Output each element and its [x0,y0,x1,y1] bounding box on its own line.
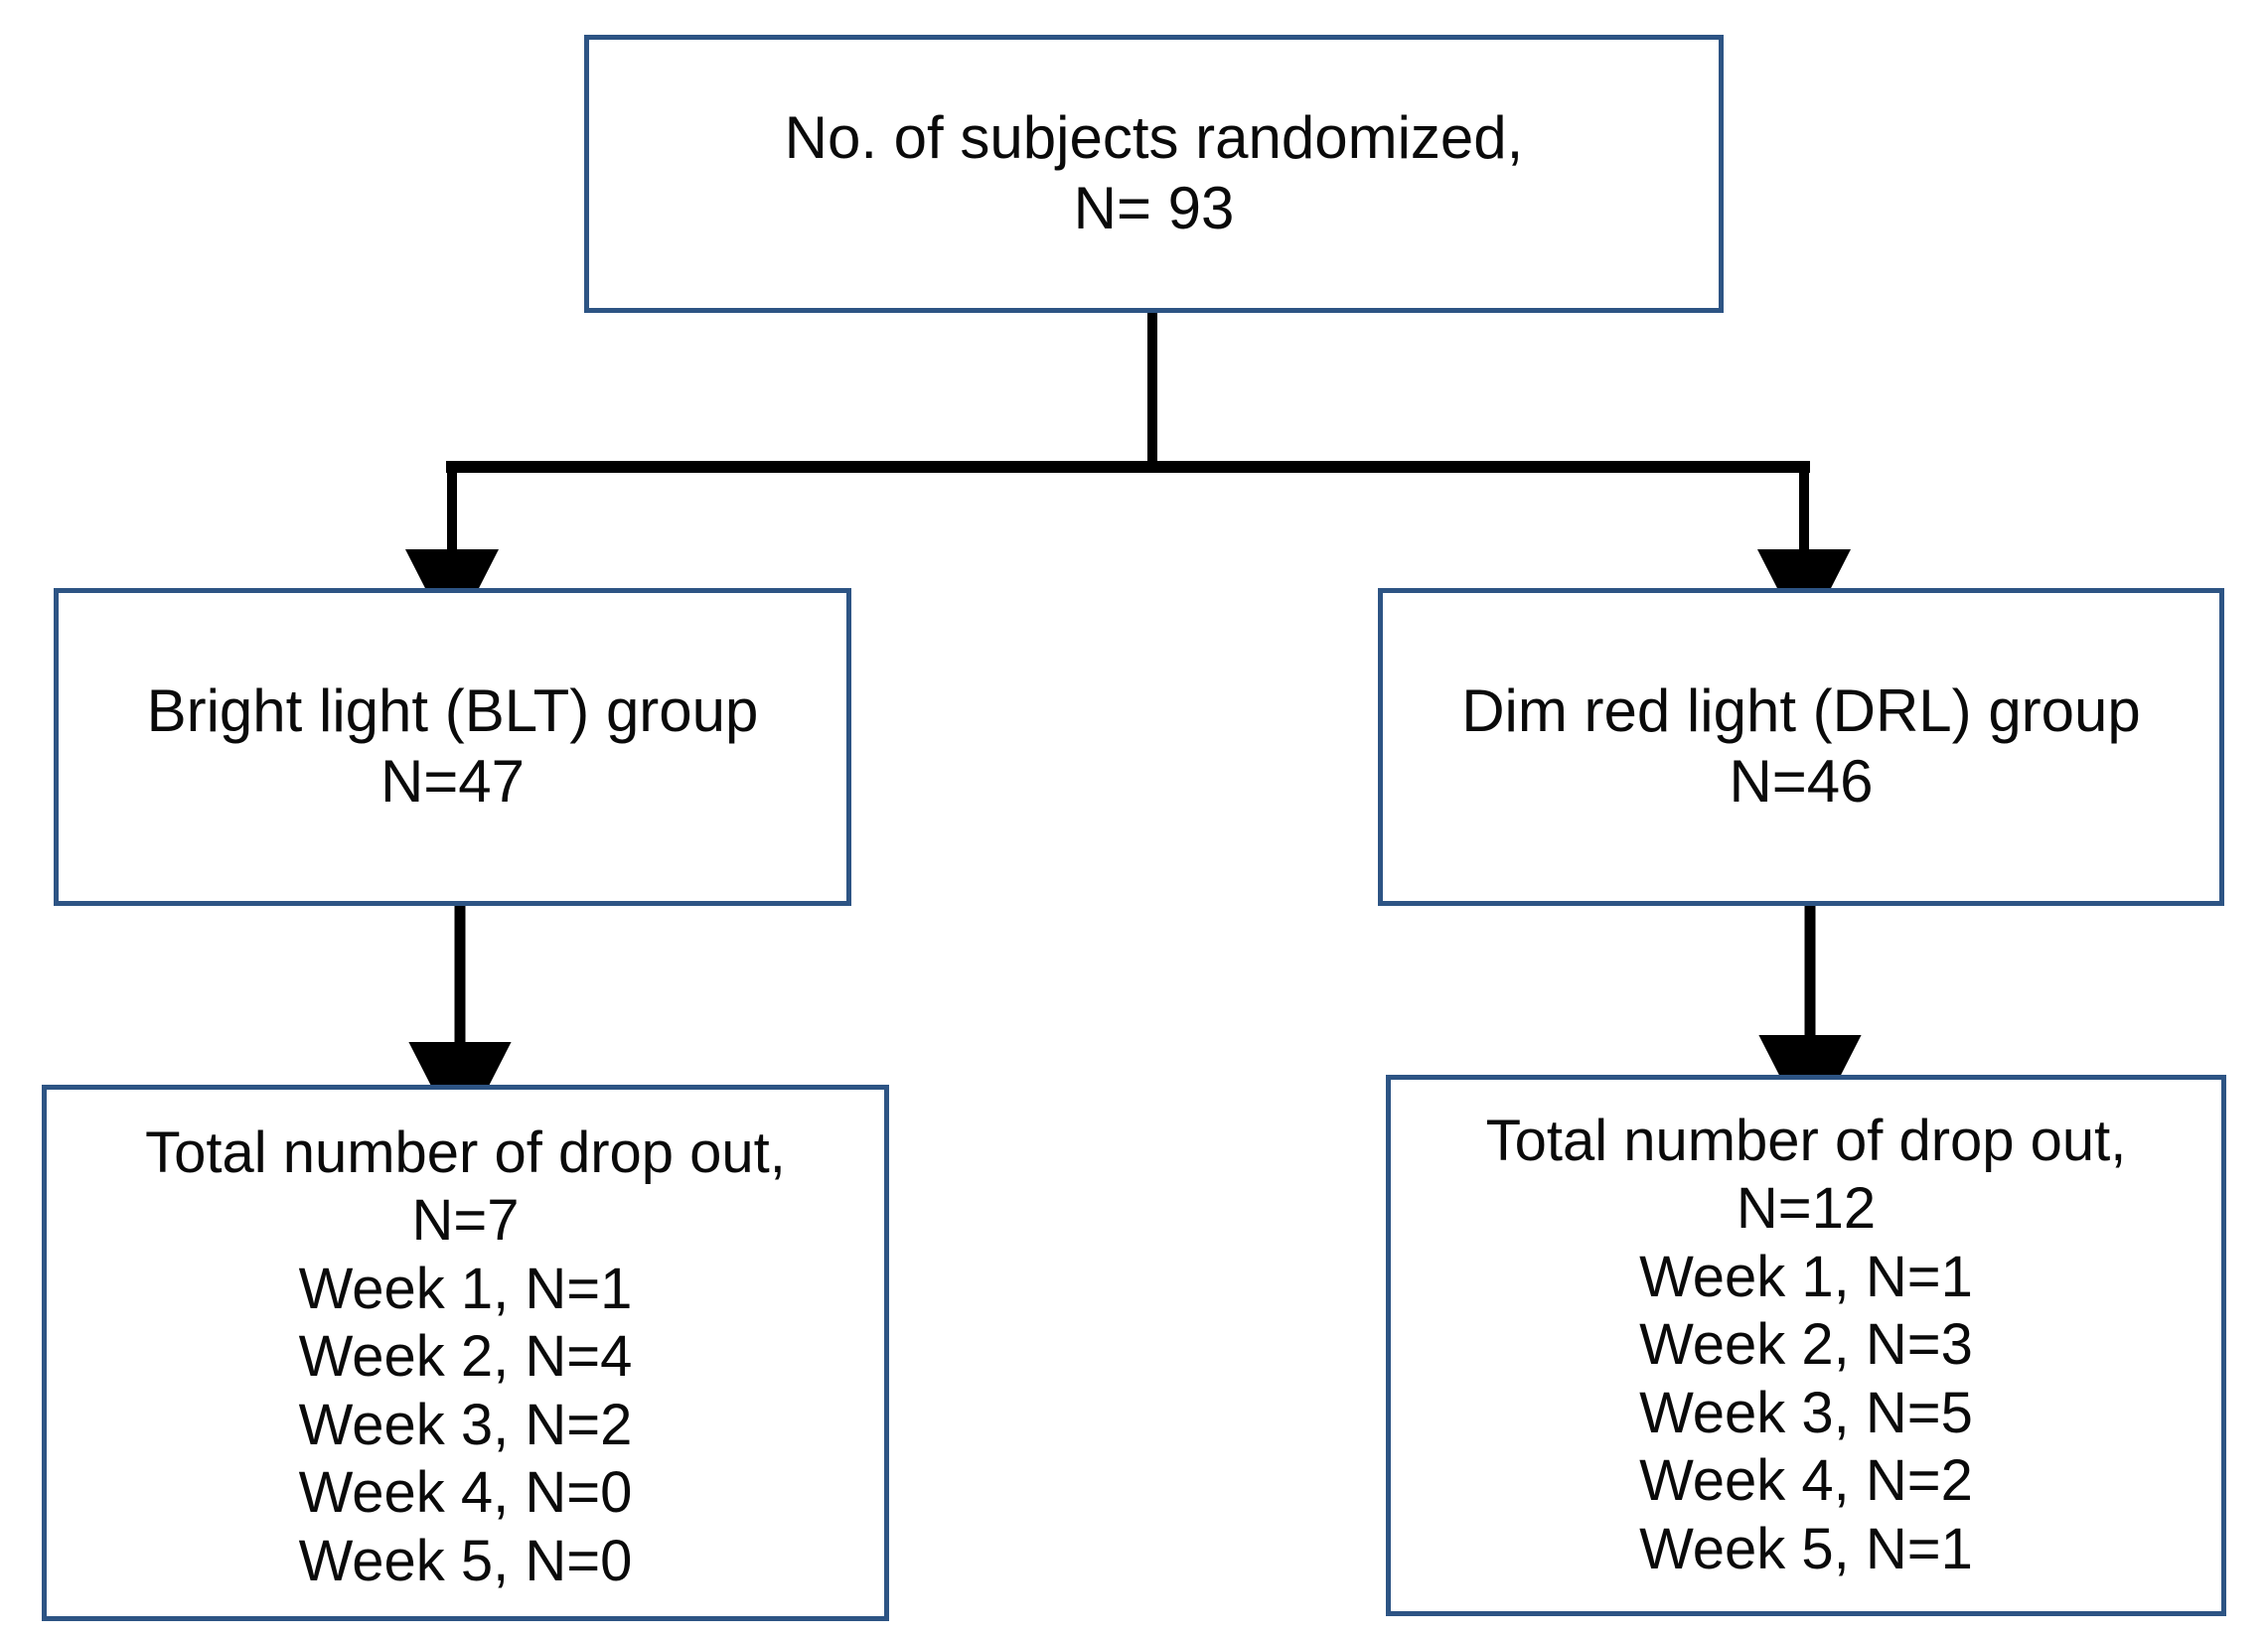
node-dim-red-light-group-count: N=46 [1729,748,1874,815]
node-blt-dropouts: Total number of drop out, N=7 Week 1, N=… [42,1085,889,1621]
node-randomized-subjects-count: N= 93 [1073,175,1235,241]
node-bright-light-group-count: N=47 [379,748,526,815]
node-blt-dropouts-label: Total number of drop out, [145,1120,786,1185]
node-randomized-subjects-label: No. of subjects randomized, [784,104,1524,172]
node-drl-dropouts: Total number of drop out, N=12 Week 1, N… [1386,1075,2226,1616]
node-drl-dropouts-total: N=12 [1736,1176,1877,1242]
node-blt-dropouts-week-4: Week 4, N=0 [298,1460,633,1526]
node-blt-dropouts-week-2: Week 2, N=4 [298,1324,633,1390]
node-drl-dropouts-week-1: Week 1, N=1 [1639,1244,1973,1309]
node-randomized-subjects: No. of subjects randomized, N= 93 [584,35,1724,313]
node-drl-dropouts-week-4: Week 4, N=2 [1639,1448,1973,1514]
node-drl-dropouts-week-3: Week 3, N=5 [1639,1380,1973,1445]
node-blt-dropouts-week-5: Week 5, N=0 [298,1528,633,1593]
node-blt-dropouts-total: N=7 [411,1188,520,1254]
node-bright-light-group: Bright light (BLT) group N=47 [54,588,851,906]
node-dim-red-light-group-label: Dim red light (DRL) group [1461,677,2141,745]
node-drl-dropouts-week-5: Week 5, N=1 [1639,1516,1973,1581]
node-blt-dropouts-week-1: Week 1, N=1 [298,1256,633,1321]
node-bright-light-group-label: Bright light (BLT) group [146,677,759,745]
node-drl-dropouts-label: Total number of drop out, [1485,1109,2127,1173]
node-dim-red-light-group: Dim red light (DRL) group N=46 [1378,588,2224,906]
node-blt-dropouts-week-3: Week 3, N=2 [298,1392,633,1457]
node-drl-dropouts-week-2: Week 2, N=3 [1639,1312,1973,1378]
